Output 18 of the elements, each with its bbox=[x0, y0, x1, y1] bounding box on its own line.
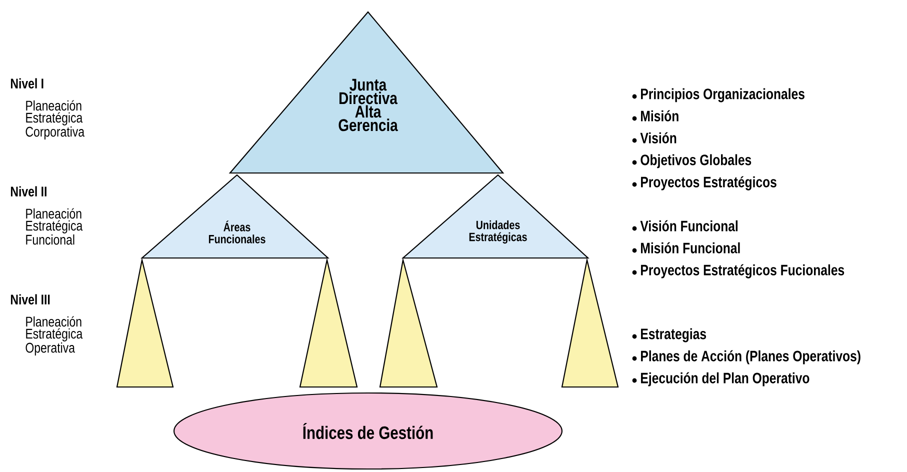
bullet-item: Proyectos Estratégicos bbox=[632, 176, 776, 190]
bullet-item: Visión bbox=[632, 132, 676, 144]
bullet-item: Estrategias bbox=[632, 328, 706, 342]
ellipse-box: Índices de Gestión bbox=[173, 392, 563, 470]
bullet-item: Planes de Acción (Planes Operativos) bbox=[632, 350, 860, 364]
level-description: Planeación Estratégica Corporativa bbox=[26, 100, 85, 140]
bullet-item: Misión Funcional bbox=[632, 242, 740, 254]
level-heading: Nivel I bbox=[10, 78, 44, 88]
bullet-item: Proyectos Estratégicos Fucionales bbox=[632, 264, 844, 278]
bullet-item: Objetivos Globales bbox=[632, 154, 752, 168]
bullet-item: Ejecución del Plan Operativo bbox=[632, 372, 810, 386]
bullet-item: Misión bbox=[632, 110, 678, 122]
level-description: Planeación Estratégica Funcional bbox=[26, 208, 83, 245]
level-heading: Nivel II bbox=[10, 186, 46, 196]
bullet-item: Visión Funcional bbox=[632, 220, 738, 232]
bullet-item: Principios Organizacionales bbox=[632, 88, 804, 102]
level-description: Planeación Estratégica Operativa bbox=[26, 316, 83, 356]
level-heading: Nivel III bbox=[10, 294, 50, 304]
